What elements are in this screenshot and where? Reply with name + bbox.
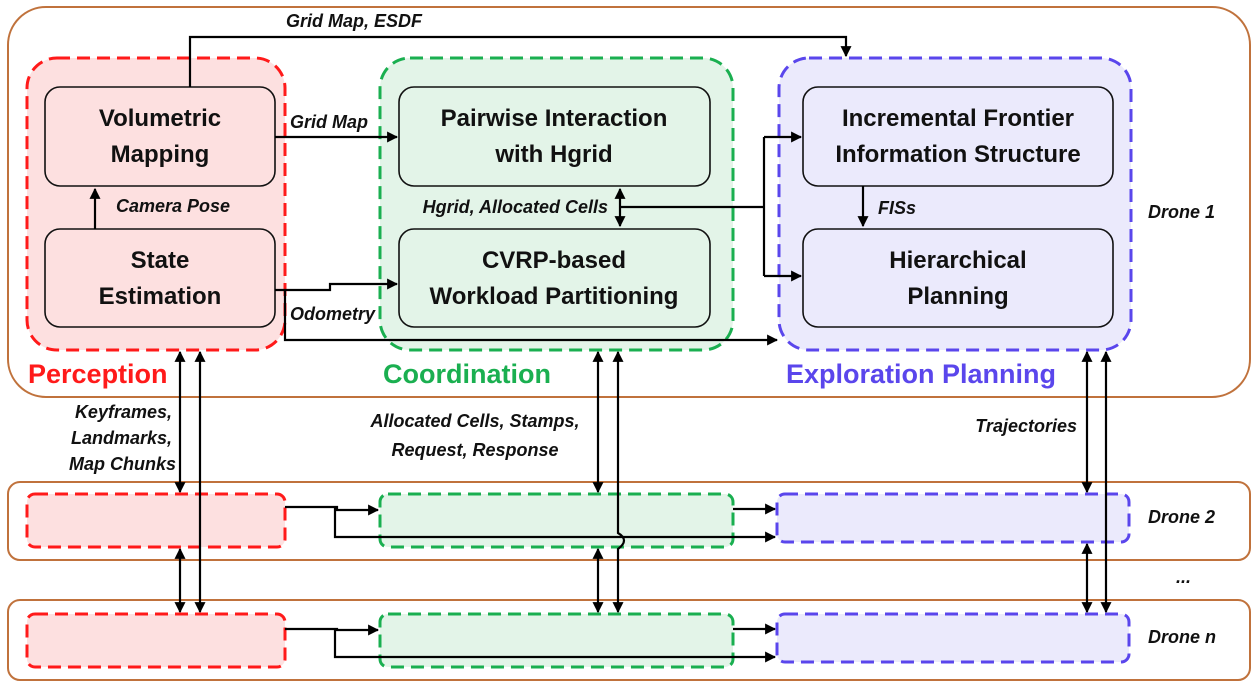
drone-1-label: Drone 1 bbox=[1148, 202, 1215, 222]
drone-2-planning bbox=[775, 492, 1131, 544]
pairwise-interaction-line2: with Hgrid bbox=[494, 141, 612, 168]
keyframes-label-line3: Map Chunks bbox=[69, 454, 176, 474]
hgrid-cells-label: Hgrid, Allocated Cells bbox=[423, 197, 608, 217]
drone-n-label: Drone n bbox=[1148, 627, 1216, 647]
hierarchical-line1: Hierarchical bbox=[889, 247, 1026, 274]
drone-n-coordination bbox=[378, 612, 735, 669]
pairwise-interaction-line1: Pairwise Interaction bbox=[441, 105, 668, 132]
keyframes-label-line1: Keyframes, bbox=[75, 402, 172, 422]
allocated-label-line1: Allocated Cells, Stamps, bbox=[369, 411, 579, 431]
odometry-to-planning-arrow bbox=[283, 290, 779, 346]
drone-2-coordination bbox=[378, 492, 735, 549]
odometry-to-cvrp-arrow bbox=[275, 278, 399, 292]
volumetric-mapping-line2: Mapping bbox=[111, 141, 210, 168]
drone-2-perception bbox=[25, 492, 287, 549]
volumetric-mapping-line1: Volumetric bbox=[99, 105, 221, 132]
drone-n-perception bbox=[25, 612, 287, 669]
fiss-label: FISs bbox=[878, 198, 916, 218]
cvrp-line1: CVRP-based bbox=[482, 247, 626, 274]
cvrp-partitioning-box bbox=[398, 228, 711, 328]
trajectories-label: Trajectories bbox=[975, 416, 1077, 436]
planning-title: Exploration Planning bbox=[786, 359, 1056, 389]
drone-ellipsis: ... bbox=[1176, 567, 1191, 587]
drone-2-label: Drone 2 bbox=[1148, 507, 1215, 527]
camera-pose-label: Camera Pose bbox=[116, 196, 230, 216]
drone-2-perc-to-coord bbox=[285, 504, 380, 516]
drone-n-perc-to-plan bbox=[333, 629, 777, 663]
cvrp-line2: Workload Partitioning bbox=[430, 283, 679, 310]
coordination-title: Coordination bbox=[383, 359, 551, 389]
state-estimation-line1: State bbox=[131, 247, 190, 274]
hierarchical-planning-box bbox=[802, 228, 1114, 328]
coordination-comm-d1-dn bbox=[612, 350, 626, 614]
frontier-structure-box bbox=[802, 86, 1114, 187]
allocated-label-line2: Request, Response bbox=[391, 440, 558, 460]
state-estimation-box bbox=[44, 228, 276, 328]
pairwise-interaction-box bbox=[398, 86, 711, 187]
state-estimation-line2: Estimation bbox=[99, 283, 222, 310]
volumetric-mapping-box bbox=[44, 86, 276, 187]
frontier-line1: Incremental Frontier bbox=[842, 105, 1074, 132]
drone-n-perc-to-coord bbox=[285, 624, 380, 636]
grid-map-esdf-arrow bbox=[188, 35, 852, 87]
grid-map-label: Grid Map bbox=[290, 112, 368, 132]
perception-title: Perception bbox=[28, 359, 168, 389]
drone-n-planning bbox=[775, 612, 1131, 664]
keyframes-label-line2: Landmarks, bbox=[71, 428, 172, 448]
grid-map-esdf-label: Grid Map, ESDF bbox=[286, 11, 423, 31]
frontier-line2: Information Structure bbox=[835, 141, 1080, 168]
hierarchical-line2: Planning bbox=[907, 283, 1008, 310]
drone-2-perc-to-plan bbox=[333, 507, 777, 543]
odometry-label: Odometry bbox=[290, 304, 376, 324]
